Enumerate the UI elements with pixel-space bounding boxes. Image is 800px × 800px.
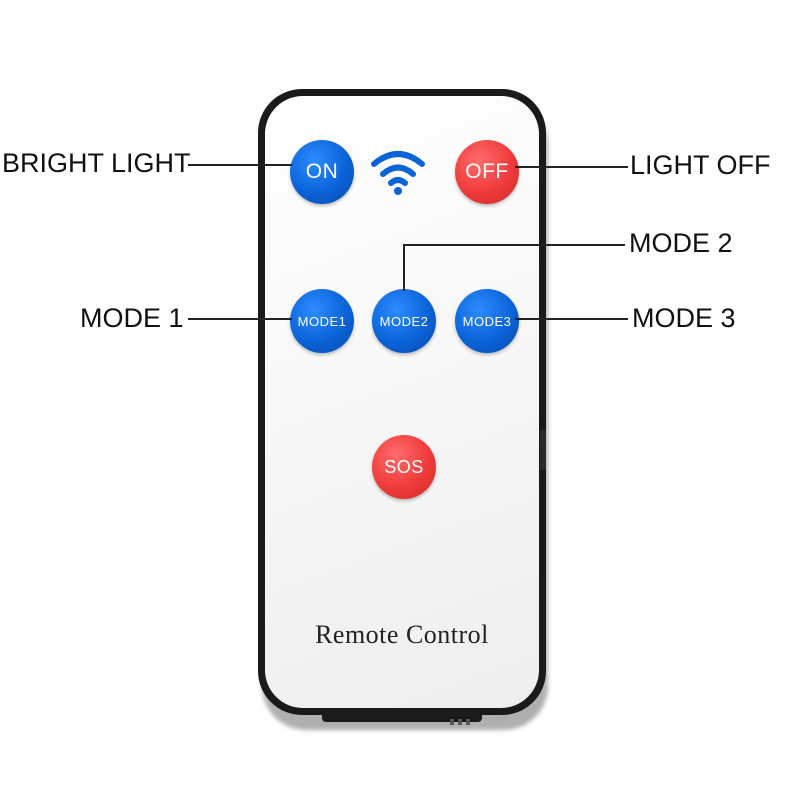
mode1-button[interactable]: MODE1: [290, 289, 354, 353]
off-button[interactable]: OFF: [455, 140, 519, 204]
off-button-label: OFF: [465, 160, 509, 183]
mode1-button-label: MODE1: [297, 313, 347, 329]
callout-mode-3: MODE 3: [632, 303, 736, 333]
wifi-signal-icon: [371, 151, 425, 195]
callout-bright-light: BRIGHT LIGHT: [2, 148, 191, 178]
sos-button[interactable]: SOS: [372, 435, 436, 499]
callout-light-off: LIGHT OFF: [630, 150, 771, 180]
remote-side-notch: [540, 430, 546, 470]
mode2-button-label: MODE2: [379, 313, 429, 329]
remote-control-brand-text: Remote Control: [315, 620, 489, 649]
on-button-label: ON: [305, 160, 339, 183]
sos-button-label: SOS: [384, 456, 424, 477]
on-button[interactable]: ON: [290, 140, 354, 204]
battery-tab: [322, 710, 482, 722]
callout-mode-2: MODE 2: [629, 228, 733, 258]
callout-mode-1: MODE 1: [80, 303, 184, 333]
mode3-button[interactable]: MODE3: [455, 289, 519, 353]
mode3-button-label: MODE3: [462, 313, 512, 329]
battery-tab-slots: [450, 712, 480, 725]
mode2-button[interactable]: MODE2: [372, 289, 436, 353]
